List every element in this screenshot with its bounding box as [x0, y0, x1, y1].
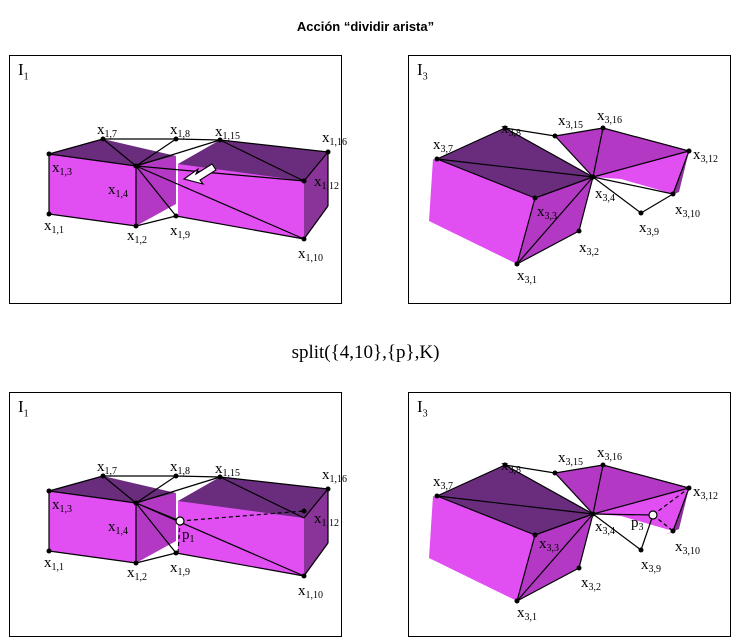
box-front-face: [429, 159, 535, 264]
vertex-label-x-3-16: x3,16: [597, 108, 622, 126]
box-side-face: [665, 151, 689, 198]
vertex-label-x-1-3: x1,3: [52, 497, 72, 515]
mesh-edges: [436, 464, 690, 602]
vertex-label-x-1-15: x1,15: [215, 124, 240, 142]
panel-label: I1: [18, 60, 29, 83]
mesh-edges: [48, 475, 329, 577]
box-front-face: [429, 496, 535, 601]
vertex-label-x-3-8: x3,8: [501, 458, 521, 476]
vertex-label-p-1: p1: [182, 527, 195, 545]
new-vertex-p1: [175, 516, 185, 526]
vertex-label-x-1-16: x1,16: [322, 467, 347, 485]
vertex-label-x-1-15: x1,15: [215, 461, 240, 479]
vertex-label-x-3-8: x3,8: [501, 121, 521, 139]
vertex-label-x-3-1: x3,1: [517, 268, 537, 286]
box-front-face: [49, 154, 136, 226]
vertex-label-x-3-3: x3,3: [537, 204, 557, 222]
vertex-label-x-1-1: x1,1: [44, 218, 64, 236]
vertex-label-x-1-12: x1,12: [314, 511, 339, 529]
panel-top-right: x3,7 x3,8 x3,15 x3,16 x3,12 x3,3 x3,4 x3…: [408, 55, 731, 304]
vertex-label-x-3-16: x3,16: [597, 445, 622, 463]
new-vertex-p3: [648, 510, 658, 520]
vertex-label-x-3-1: x3,1: [517, 605, 537, 623]
mesh-drawing: x1,7 x1,8 x1,15 x1,16 x1,3 x1,4 p1 x1,12…: [44, 459, 347, 601]
vertex-label-x-1-3: x1,3: [52, 160, 72, 178]
vertex-label-x-3-2: x3,2: [579, 240, 599, 258]
vertex-label-x-3-9: x3,9: [641, 557, 661, 575]
vertex-label-x-3-7: x3,7: [433, 137, 453, 155]
vertex-label-x-1-10: x1,10: [298, 583, 323, 601]
panel-top-left: x1,7 x1,8 x1,15 x1,16 x1,3 x1,4 x1,12 x1…: [9, 55, 347, 304]
mesh-edges: [48, 138, 329, 240]
new-edges-dashed: [177, 510, 305, 554]
mesh-vertices: [434, 462, 692, 604]
vertex-label-x-1-9: x1,9: [170, 223, 190, 241]
mesh-vertices: [46, 136, 331, 242]
panel-bottom-left: x1,7 x1,8 x1,15 x1,16 x1,3 x1,4 p1 x1,12…: [9, 392, 347, 637]
box-top-face: [178, 140, 328, 181]
vertex-label-x-3-15: x3,15: [558, 113, 583, 131]
box-top-face: [555, 465, 689, 514]
panel-label: I3: [417, 397, 428, 420]
mesh-vertices: [434, 125, 692, 267]
vertex-label-x-3-12: x3,12: [693, 484, 718, 502]
figure-title: Acción “dividir arista”: [296, 19, 435, 34]
vertex-label-x-1-9: x1,9: [170, 560, 190, 578]
vertex-label-x-1-8: x1,8: [170, 122, 190, 140]
vertex-label-x-3-15: x3,15: [558, 450, 583, 468]
vertex-label-x-3-10: x3,10: [675, 539, 700, 557]
mesh-drawing: x3,7 x3,8 x3,15 x3,16 x3,12 x3,3 x3,4 p3…: [429, 445, 718, 623]
vertex-label-p-3: p3: [631, 515, 644, 533]
mesh-vertices: [46, 473, 331, 579]
box-side-face: [665, 488, 689, 535]
box-front-face: [49, 491, 136, 563]
panel-bottom-right: x3,7 x3,8 x3,15 x3,16 x3,12 x3,3 x3,4 p3…: [408, 392, 731, 637]
vertex-label-x-3-4: x3,4: [595, 186, 615, 204]
vertex-label-x-1-1: x1,1: [44, 555, 64, 573]
vertex-label-x-1-4: x1,4: [108, 519, 128, 537]
vertex-label-x-3-2: x3,2: [581, 575, 601, 593]
mesh-edges: [436, 127, 690, 265]
vertex-label-x-3-7: x3,7: [433, 474, 453, 492]
vertex-label-x-3-12: x3,12: [693, 147, 718, 165]
vertex-label-x-1-2: x1,2: [127, 565, 147, 583]
panel-label: I1: [18, 397, 29, 420]
vertex-label-x-1-2: x1,2: [127, 228, 147, 246]
box-top-face: [437, 465, 593, 535]
vertex-label-x-3-9: x3,9: [639, 220, 659, 238]
panel-label: I3: [417, 60, 428, 83]
vertex-label-x-3-3: x3,3: [539, 536, 559, 554]
vertex-label-x-1-7: x1,7: [97, 122, 117, 140]
arrow-icon: [182, 163, 217, 185]
vertex-label-x-1-7: x1,7: [97, 459, 117, 477]
mesh-drawing: x1,7 x1,8 x1,15 x1,16 x1,3 x1,4 x1,12 x1…: [44, 122, 347, 264]
vertex-label-x-1-10: x1,10: [298, 246, 323, 264]
split-formula: split({4,10},{p},K): [291, 342, 440, 363]
box-top-face: [178, 477, 328, 518]
vertex-label-x-1-8: x1,8: [170, 459, 190, 477]
vertex-label-x-3-4: x3,4: [595, 519, 615, 537]
vertex-label-x-1-16: x1,16: [322, 130, 347, 148]
box-top-face: [437, 128, 593, 198]
box-top-face: [555, 128, 689, 177]
vertex-label-x-1-4: x1,4: [108, 182, 128, 200]
vertex-label-x-1-12: x1,12: [314, 174, 339, 192]
new-edges-dashed: [652, 487, 690, 532]
vertex-label-x-3-10: x3,10: [675, 202, 700, 220]
mesh-drawing: x3,7 x3,8 x3,15 x3,16 x3,12 x3,3 x3,4 x3…: [429, 108, 718, 286]
